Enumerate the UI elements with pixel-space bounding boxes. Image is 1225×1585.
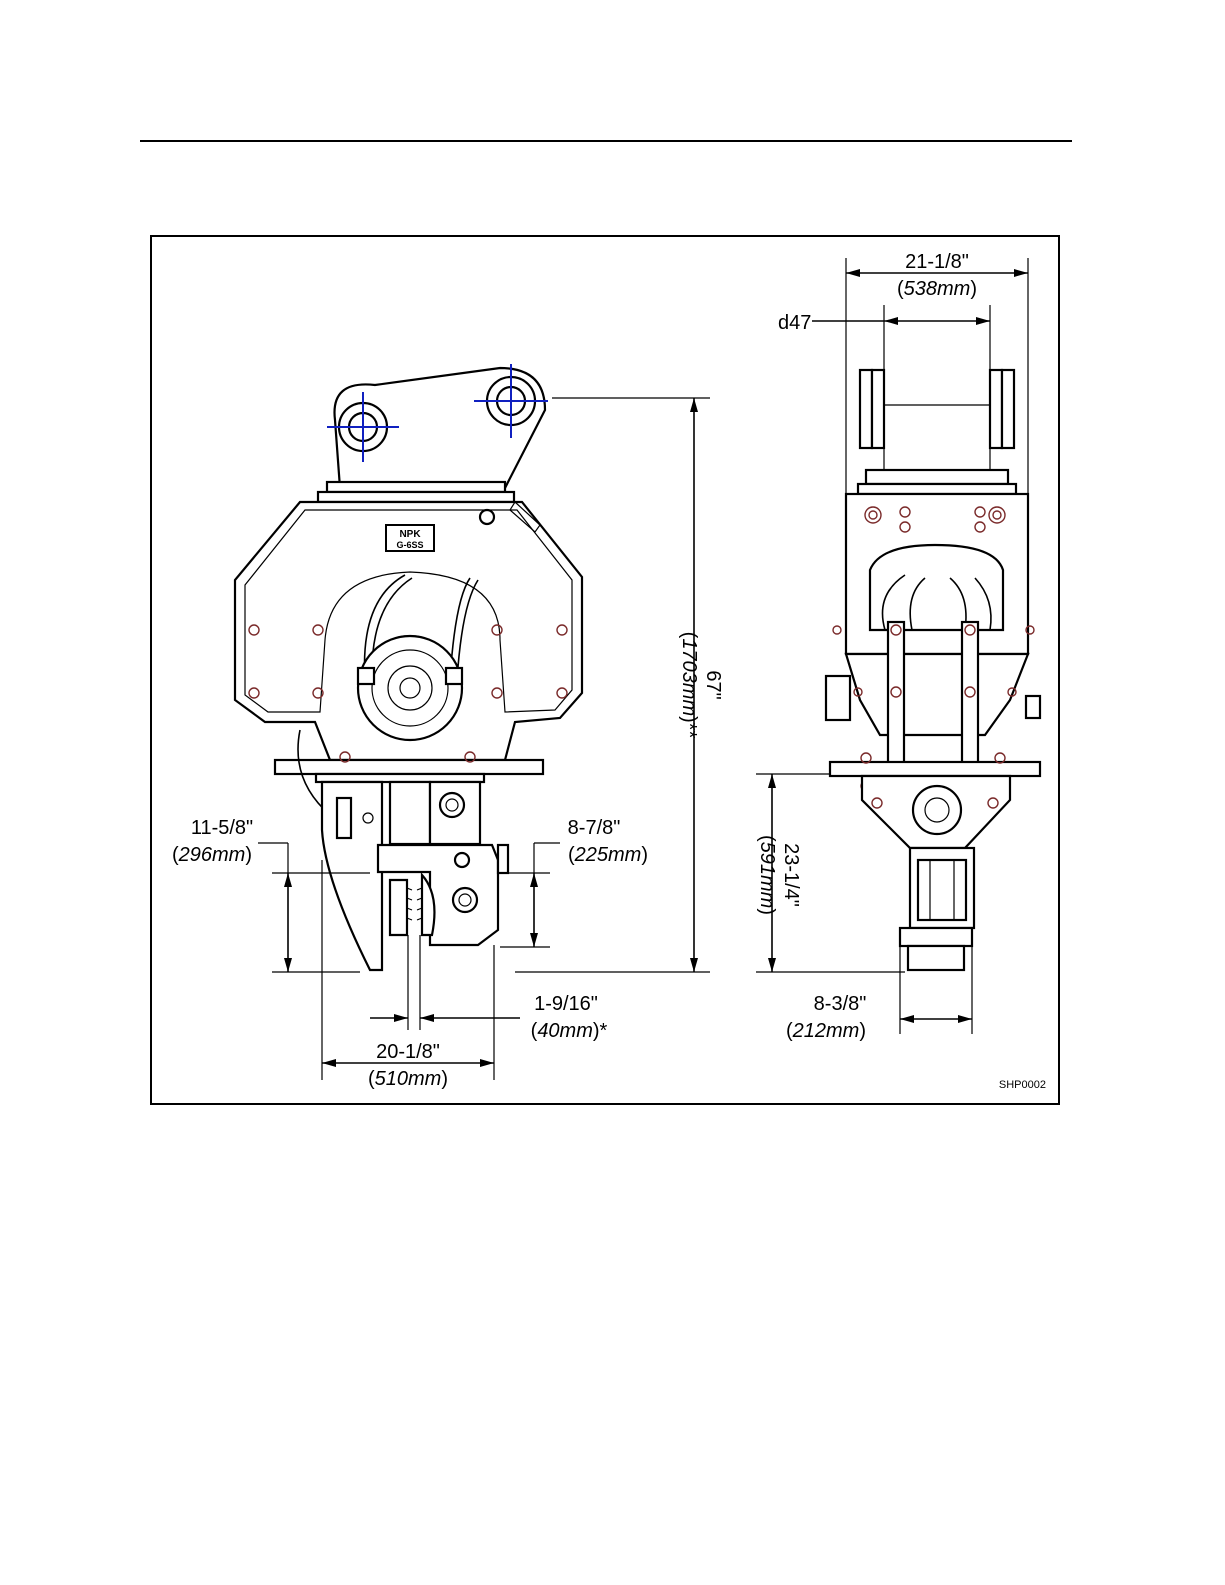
jaw-left-mm: (296mm): [172, 844, 252, 866]
logo-brand: NPK: [399, 529, 421, 540]
base-plate: [275, 760, 543, 774]
hydraulic-motor: [358, 636, 462, 740]
logo-model: G-6SS: [396, 540, 423, 550]
side-width-mm: (212mm): [786, 1020, 866, 1042]
svg-text:67": 67": [702, 670, 724, 699]
jaw-left-in: 11-5/8": [191, 817, 253, 839]
side-view: [826, 370, 1040, 970]
side-width-in: 8-3/8": [814, 993, 867, 1015]
width-top-in: 21-1/8": [905, 251, 969, 273]
jaw-width-mm: (510mm): [368, 1068, 448, 1090]
svg-text:23-1/4": 23-1/4": [780, 843, 802, 907]
width-top-mm: (538mm): [897, 278, 977, 300]
side-height-label: 23-1/4" (591mm): [756, 835, 802, 915]
svg-text:(1703mm)**: (1703mm)**: [678, 632, 700, 739]
jaw-teeth-left: [390, 880, 407, 935]
pin-gap-label: d47: [778, 312, 811, 334]
svg-text:(591mm): (591mm): [756, 835, 778, 915]
jaw-opening-mm: (40mm)*: [531, 1020, 608, 1042]
jaw-right-in: 8-7/8": [568, 817, 621, 839]
jaw-right-mm: (225mm): [568, 844, 648, 866]
figure-code: SHP0002: [999, 1079, 1046, 1091]
jaw-opening-in: 1-9/16": [534, 993, 598, 1015]
height-total-label: 67" (1703mm)**: [678, 632, 724, 739]
jaw-width-in: 20-1/8": [376, 1041, 440, 1063]
